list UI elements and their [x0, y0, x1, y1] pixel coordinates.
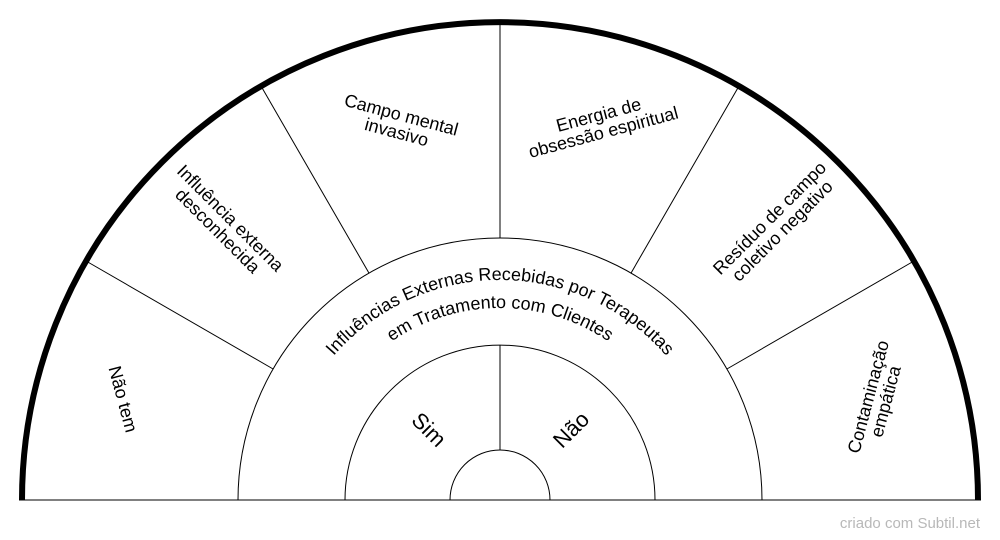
credit-text: criado com Subtil.net: [839, 515, 980, 532]
outer-sector-divider: [260, 85, 370, 274]
outer-sector-divider: [726, 260, 915, 370]
hub-arc: [449, 449, 551, 501]
outer-sector-divider: [630, 85, 740, 274]
outer-sector-divider: [85, 260, 274, 370]
